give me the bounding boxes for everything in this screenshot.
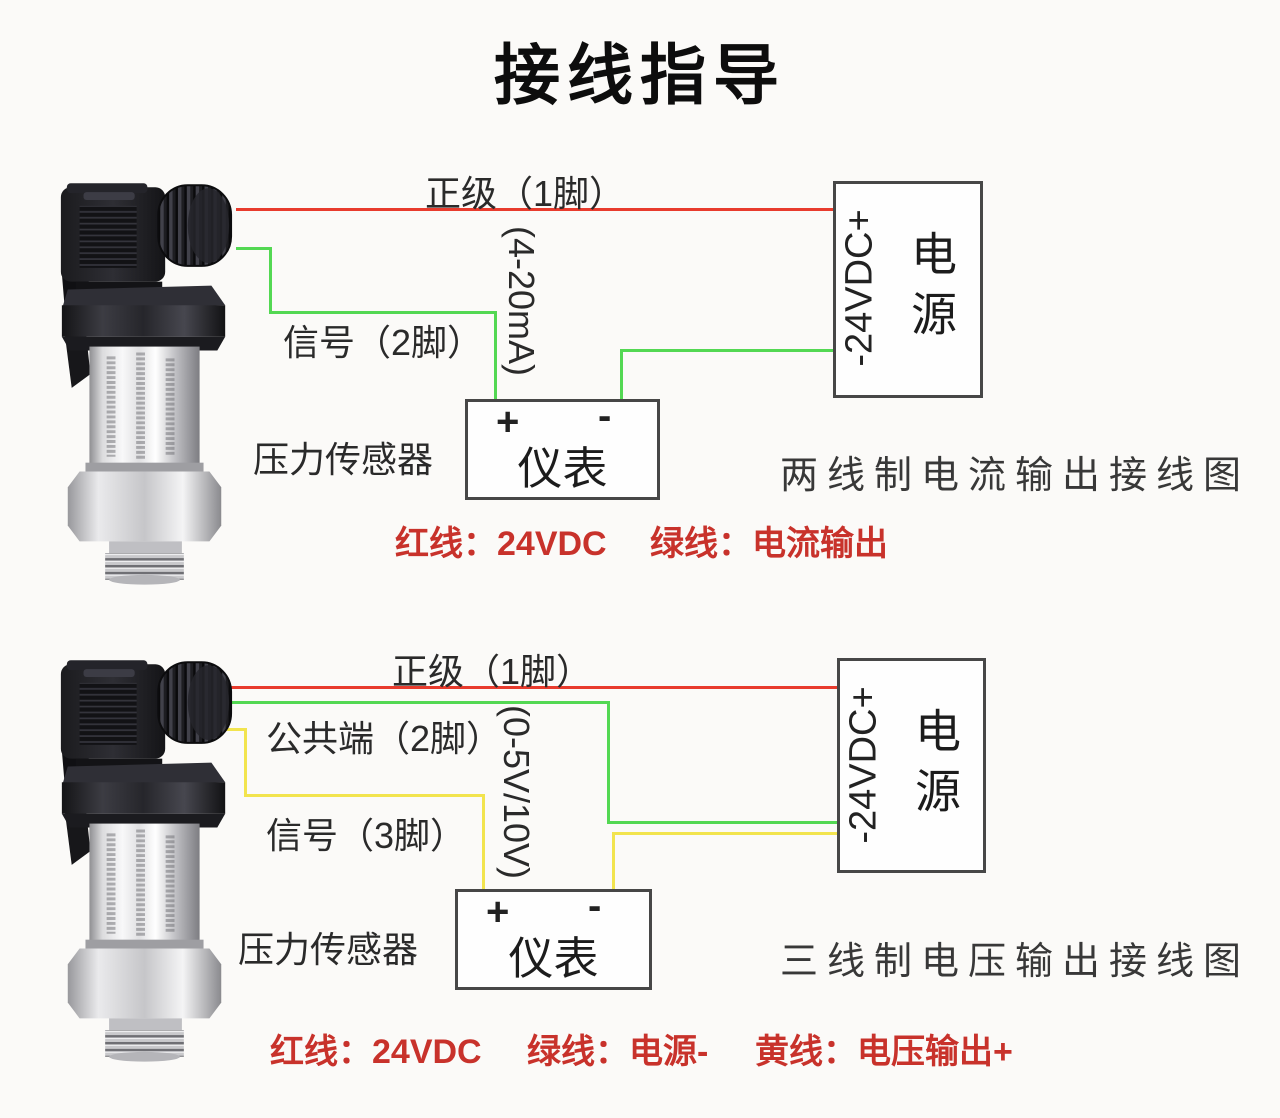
label-pressure-sensor: 压力传感器 xyxy=(253,439,434,480)
label-positive-pin1: 正级（1脚） xyxy=(425,173,626,214)
wire-red-positive xyxy=(230,686,840,689)
page-title: 接线指导 xyxy=(494,38,786,112)
power-rating-label: -24VDC+ xyxy=(842,686,885,844)
label-common-pin2: 公共端（2脚） xyxy=(266,718,503,759)
legend-green-wire: 绿线：电流输出 xyxy=(650,525,888,563)
wire-green-common xyxy=(607,821,840,824)
meter-plus-terminal: + xyxy=(496,400,520,444)
diagram-caption: 两线制电流输出接线图 xyxy=(780,455,1251,497)
wire-green-signal xyxy=(236,247,272,250)
meter-minus-terminal: - xyxy=(588,884,602,928)
power-box: -24VDC+ 电源 xyxy=(837,658,986,873)
wire-yellow-signal xyxy=(219,728,247,731)
label-pressure-sensor: 压力传感器 xyxy=(238,929,419,970)
power-label: 电源 xyxy=(905,230,957,350)
meter-box: + - 仪表 xyxy=(455,884,652,990)
pressure-sensor-photo xyxy=(60,660,233,1062)
meter-label: 仪表 xyxy=(517,443,608,494)
meter-label: 仪表 xyxy=(508,933,599,984)
pressure-sensor-photo xyxy=(60,183,233,585)
power-rating-label: -24VDC+ xyxy=(838,209,881,367)
wire-yellow-signal xyxy=(244,794,485,797)
wire-green-signal xyxy=(269,247,272,314)
wire-yellow-signal xyxy=(482,794,485,891)
wire-yellow-signal xyxy=(244,728,247,797)
label-output-range: (0-5V/10V) xyxy=(496,704,537,880)
wire-green-signal xyxy=(494,311,497,401)
power-box: -24VDC+ 电源 xyxy=(833,181,983,398)
legend-red-wire: 红线：24VDC xyxy=(270,1033,482,1071)
label-signal-pin3: 信号（3脚） xyxy=(266,815,467,856)
wire-green-return xyxy=(620,349,623,401)
legend-red-wire: 红线：24VDC xyxy=(395,525,607,563)
label-signal-pin2: 信号（2脚） xyxy=(283,322,484,363)
wire-yellow-return xyxy=(612,832,840,835)
power-label: 电源 xyxy=(909,707,961,827)
wire-green-common xyxy=(607,701,610,824)
wire-red-positive xyxy=(236,208,836,211)
label-output-range: (4-20mA) xyxy=(501,225,542,377)
legend-yellow-wire: 黄线：电压输出+ xyxy=(755,1033,1013,1071)
wire-green-signal xyxy=(269,311,497,314)
legend-green-wire: 绿线：电源- xyxy=(527,1033,709,1071)
wire-green-return xyxy=(620,349,836,352)
wire-yellow-return xyxy=(612,832,615,891)
diagram-caption: 三线制电压输出接线图 xyxy=(780,941,1251,983)
meter-box: + - 仪表 xyxy=(465,394,660,500)
meter-plus-terminal: + xyxy=(486,890,510,934)
wire-green-common xyxy=(230,701,610,704)
label-positive-pin1: 正级（1脚） xyxy=(392,651,593,692)
meter-minus-terminal: - xyxy=(598,394,612,438)
